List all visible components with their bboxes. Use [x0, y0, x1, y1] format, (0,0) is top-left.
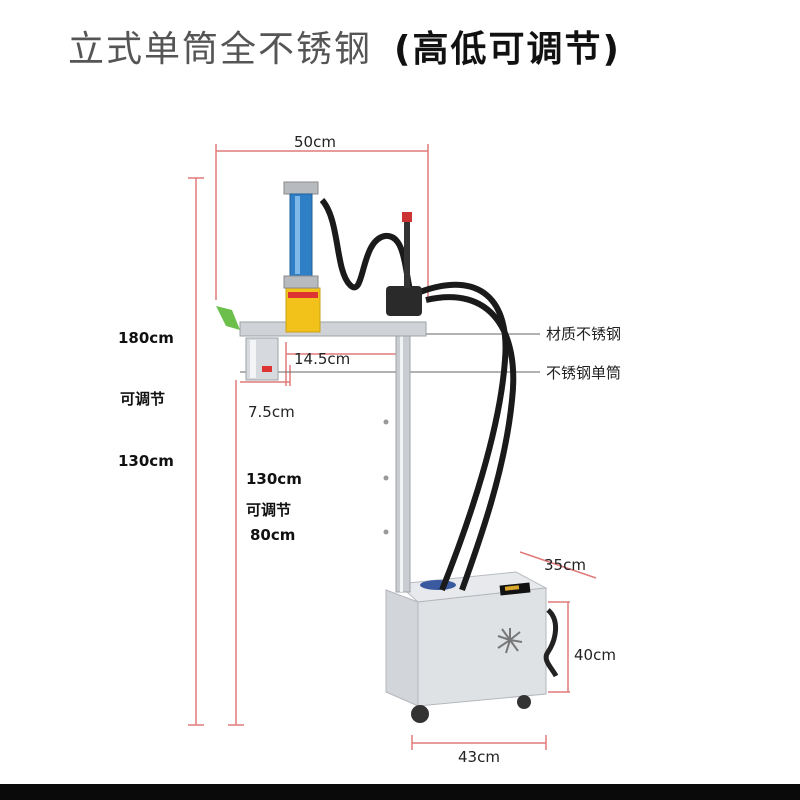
fan-vent — [497, 628, 523, 654]
title-main: 立式单筒全不锈钢 — [68, 29, 373, 70]
dimension-lines — [188, 144, 597, 750]
base-cabinet — [385, 571, 559, 723]
vertical-pole — [383, 329, 411, 593]
label-inner-min: 80cm — [250, 526, 296, 544]
page-title: 立式单筒全不锈钢 (高低可调节) — [68, 20, 621, 72]
title-note: (高低可调节) — [394, 29, 621, 70]
label-inner-adjustable: 可调节 — [246, 501, 292, 519]
label-base-depth: 35cm — [544, 556, 586, 574]
single-cylinder — [245, 337, 279, 381]
label-base-height: 40cm — [574, 646, 616, 664]
label-material: 材质不锈钢 — [546, 325, 622, 343]
label-cup-width: 7.5cm — [248, 403, 295, 421]
hoses — [319, 197, 517, 592]
label-top-width: 50cm — [294, 133, 336, 151]
label-inner-max: 130cm — [246, 470, 302, 488]
top-arm — [216, 181, 427, 337]
label-arm-length: 14.5cm — [294, 350, 351, 368]
bottom-bar — [0, 784, 800, 800]
label-adjustable-left: 可调节 — [120, 390, 166, 408]
callout-lines — [240, 333, 540, 373]
label-height-min: 130cm — [118, 452, 174, 470]
label-single-cylinder: 不锈钢单筒 — [546, 364, 622, 382]
label-base-width: 43cm — [458, 748, 500, 766]
label-height-max: 180cm — [118, 329, 174, 347]
